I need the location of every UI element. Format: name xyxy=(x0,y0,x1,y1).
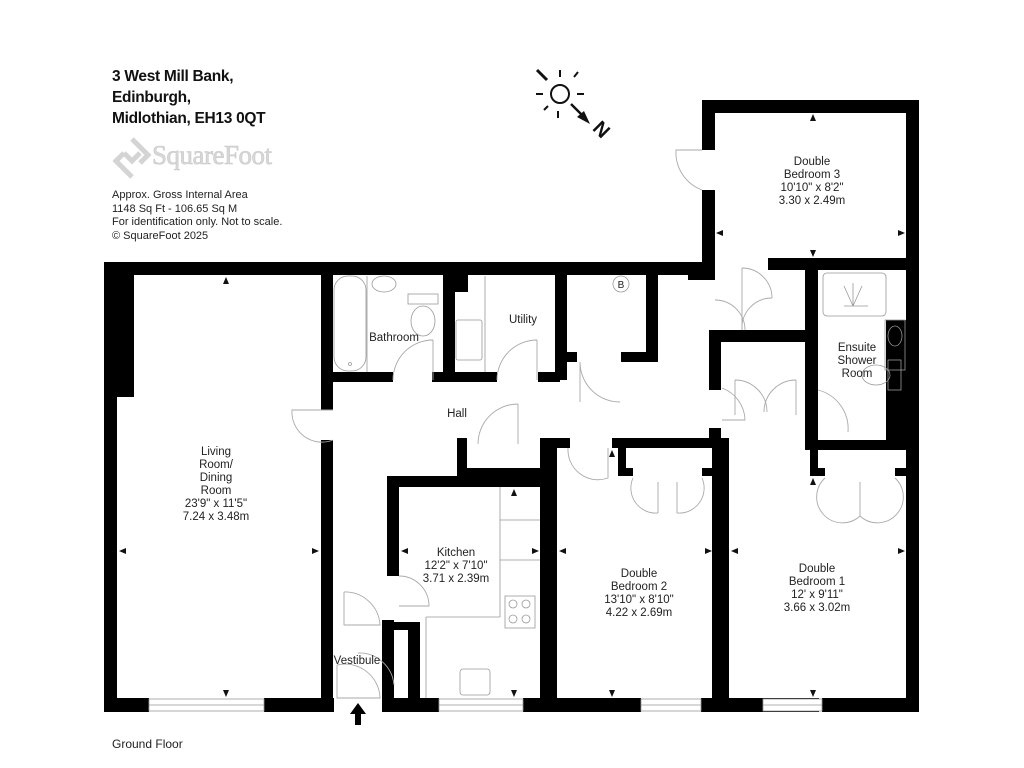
svg-text:12' x 9'11": 12' x 9'11" xyxy=(791,589,843,601)
boiler-icon: B xyxy=(612,275,630,293)
sun-icon xyxy=(535,68,584,118)
svg-text:3.71 x 2.39m: 3.71 x 2.39m xyxy=(423,573,489,585)
svg-text:Bedroom 1: Bedroom 1 xyxy=(789,576,845,588)
kitchen-sink-icon xyxy=(459,668,491,696)
svg-text:Bedroom 2: Bedroom 2 xyxy=(611,581,667,593)
svg-text:Double: Double xyxy=(794,156,830,168)
svg-text:Ensuite: Ensuite xyxy=(838,342,876,354)
hob-icon xyxy=(504,595,536,629)
room-label-utility: Utility xyxy=(509,314,537,326)
area-info-line: © SquareFoot 2025 xyxy=(112,229,209,242)
room-label-kitchen: Kitchen 12'2" x 7'10" 3.71 x 2.39m xyxy=(423,547,489,585)
svg-text:23'9" x 11'5": 23'9" x 11'5" xyxy=(185,498,247,510)
room-label-bedroom3: Double Bedroom 3 10'10" x 8'2" 3.30 x 2.… xyxy=(779,156,845,207)
room-label-bathroom: Bathroom xyxy=(369,332,419,344)
room-label-ensuite: Ensuite Shower Room xyxy=(838,342,877,380)
svg-text:Dining: Dining xyxy=(200,472,233,484)
door-swings xyxy=(291,149,904,699)
svg-text:4.22 x 2.69m: 4.22 x 2.69m xyxy=(606,607,672,619)
svg-text:10'10" x 8'2": 10'10" x 8'2" xyxy=(780,182,843,194)
address-line-3: Midlothian, EH13 0QT xyxy=(112,110,266,127)
basin-icon xyxy=(371,275,397,293)
bathtub-icon xyxy=(333,275,367,372)
room-label-hall: Hall xyxy=(447,408,467,420)
boiler-label: B xyxy=(618,280,625,291)
room-label-living: Living Room/ Dining Room 23'9" x 11'5" 7… xyxy=(183,446,249,523)
squarefoot-logo: SquareFoot xyxy=(112,136,292,180)
svg-text:Shower: Shower xyxy=(838,355,877,367)
svg-text:3.66 x 3.02m: 3.66 x 3.02m xyxy=(784,602,850,614)
svg-text:Room: Room xyxy=(201,485,232,497)
svg-text:3.30 x 2.49m: 3.30 x 2.49m xyxy=(779,195,845,207)
utility-sink-icon xyxy=(455,319,483,361)
toilet-icon xyxy=(407,293,439,305)
room-label-bedroom1: Double Bedroom 1 12' x 9'11" 3.66 x 3.02… xyxy=(784,563,850,614)
area-info-line: Approx. Gross Internal Area xyxy=(112,189,248,201)
svg-text:Room/: Room/ xyxy=(199,459,234,471)
squarefoot-logo-icon xyxy=(112,137,152,179)
svg-text:Double: Double xyxy=(621,568,657,580)
area-info-line: For identification only. Not to scale. xyxy=(112,216,283,228)
svg-text:Double: Double xyxy=(799,563,835,575)
north-arrow-icon xyxy=(570,103,590,124)
area-info: Approx. Gross Internal Area 1148 Sq Ft -… xyxy=(112,189,282,243)
floor-label: Ground Floor xyxy=(112,737,183,751)
svg-text:Living: Living xyxy=(201,446,231,458)
svg-text:Bedroom 3: Bedroom 3 xyxy=(784,169,840,181)
property-address: 3 West Mill Bank, Edinburgh, Midlothian,… xyxy=(112,66,266,129)
svg-text:12'2" x 7'10": 12'2" x 7'10" xyxy=(424,560,487,572)
dimension-markers xyxy=(119,114,905,697)
room-label-vestibule: Vestibule xyxy=(334,655,381,667)
north-label: N xyxy=(588,117,614,143)
svg-text:7.24 x 3.48m: 7.24 x 3.48m xyxy=(183,511,249,523)
brand-name: SquareFoot xyxy=(152,140,273,171)
shower-tray-icon xyxy=(822,272,887,317)
address-line-2: Edinburgh, xyxy=(112,89,191,106)
walls xyxy=(104,100,919,712)
entrance-arrow-icon xyxy=(350,703,366,725)
windows xyxy=(148,698,823,712)
room-label-bedroom2: Double Bedroom 2 13'10" x 8'10" 4.22 x 2… xyxy=(604,568,673,619)
svg-text:13'10" x 8'10": 13'10" x 8'10" xyxy=(604,594,673,606)
svg-text:Room: Room xyxy=(842,368,873,380)
fixtures xyxy=(333,272,906,698)
area-info-line: 1148 Sq Ft - 106.65 Sq M xyxy=(112,202,238,215)
svg-text:Kitchen: Kitchen xyxy=(437,547,475,559)
address-line-1: 3 West Mill Bank, xyxy=(112,68,234,85)
